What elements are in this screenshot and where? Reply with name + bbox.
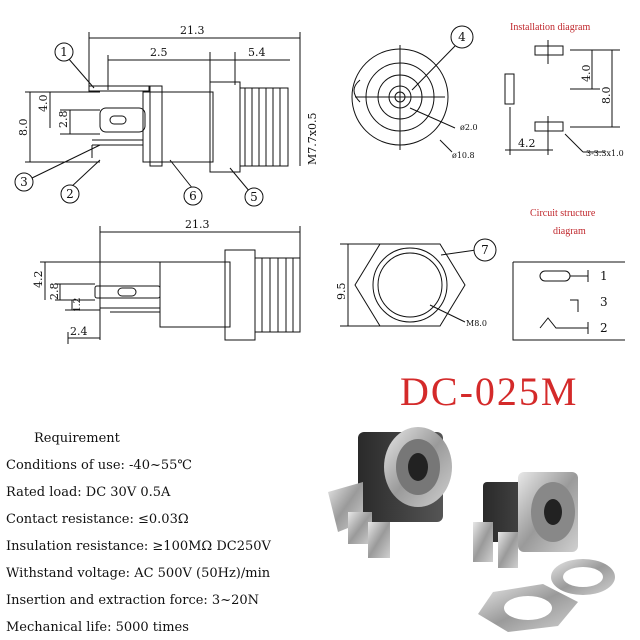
front-view bbox=[351, 45, 456, 153]
dim-thread: M7.7x0.5 bbox=[306, 113, 319, 165]
requirement-title: Requirement bbox=[34, 431, 120, 446]
callout-label-6: 6 bbox=[189, 189, 197, 203]
callout-5 bbox=[244, 187, 264, 207]
dim-top-length: 21.3 bbox=[180, 24, 205, 37]
dim-phi-10-8: ø10.8 bbox=[452, 151, 475, 160]
spec-conditions: Conditions of use: -40~55℃ bbox=[6, 458, 192, 473]
dim-4-0: 4.0 bbox=[37, 95, 50, 113]
side-view-top bbox=[25, 32, 301, 193]
side-dim-length: 21.3 bbox=[185, 218, 210, 231]
spec-contact-resistance: Contact resistance: ≤0.03Ω bbox=[6, 512, 189, 527]
jack-right bbox=[473, 472, 578, 568]
callout-label-1: 1 bbox=[60, 45, 68, 59]
technical-drawing: 1 3 2 6 5 4 7 21.3 2.5 5.4 4.0 8.0 2.8 M… bbox=[14, 24, 625, 344]
inst-hole-size: 3-3.3x1.0 bbox=[586, 149, 624, 158]
spec-insertion-force: Insertion and extraction force: 3~20N bbox=[6, 593, 260, 608]
side-dim-2-4: 2.4 bbox=[70, 325, 88, 338]
circuit-title-line1: Circuit structure bbox=[530, 208, 596, 219]
pin-2: 2 bbox=[600, 321, 608, 335]
pin-1: 1 bbox=[600, 269, 608, 283]
product-photo bbox=[328, 427, 615, 632]
callout-3 bbox=[14, 172, 34, 192]
callout-6 bbox=[183, 186, 203, 206]
side-dim-4-2: 4.2 bbox=[32, 271, 45, 289]
callout-label-3: 3 bbox=[20, 175, 28, 189]
installation-diagram bbox=[504, 40, 620, 155]
washer bbox=[551, 559, 615, 595]
dim-2-8: 2.8 bbox=[57, 111, 70, 129]
spec-withstand-voltage: Withstand voltage: AC 500V (50Hz)/min bbox=[6, 566, 271, 581]
nut-dim-9-5: 9.5 bbox=[335, 283, 348, 301]
callout-label-4: 4 bbox=[458, 30, 466, 44]
dim-8-0: 8.0 bbox=[17, 119, 30, 137]
installation-title: Installation diagram bbox=[510, 22, 591, 33]
dim-phi-2: ø2.0 bbox=[460, 123, 478, 132]
spec-insulation-resistance: Insulation resistance: ≥100MΩ DC250V bbox=[6, 539, 271, 554]
hex-nut bbox=[478, 584, 578, 632]
side-view-bottom bbox=[40, 226, 301, 344]
dim-2-5: 2.5 bbox=[150, 46, 168, 59]
dim-5-4: 5.4 bbox=[248, 46, 266, 59]
spec-rated-load: Rated load: DC 30V 0.5A bbox=[6, 485, 171, 500]
callout-label-2: 2 bbox=[66, 187, 74, 201]
nut-view bbox=[340, 243, 477, 327]
circuit-diagram bbox=[512, 261, 625, 341]
side-dim-2-8: 2.8 bbox=[48, 283, 61, 301]
spec-mechanical-life: Mechanical life: 5000 times bbox=[6, 620, 189, 635]
callout-label-5: 5 bbox=[250, 190, 258, 204]
jack-left bbox=[328, 427, 452, 558]
callout-label-7: 7 bbox=[481, 243, 489, 257]
circuit-title-line2: diagram bbox=[553, 226, 586, 237]
side-dim-1-2: 1.2 bbox=[73, 298, 83, 312]
inst-dim-4-2: 4.2 bbox=[518, 137, 536, 150]
inst-dim-8-0: 8.0 bbox=[600, 87, 613, 105]
callout-1 bbox=[54, 42, 74, 62]
nut-thread: M8.0 bbox=[466, 319, 487, 328]
model-title: DC-025M bbox=[400, 369, 579, 414]
callout-2 bbox=[60, 184, 80, 204]
pin-3: 3 bbox=[600, 295, 608, 309]
callout-4 bbox=[450, 25, 474, 49]
callout-7 bbox=[473, 238, 497, 262]
inst-dim-4-0: 4.0 bbox=[580, 65, 593, 83]
